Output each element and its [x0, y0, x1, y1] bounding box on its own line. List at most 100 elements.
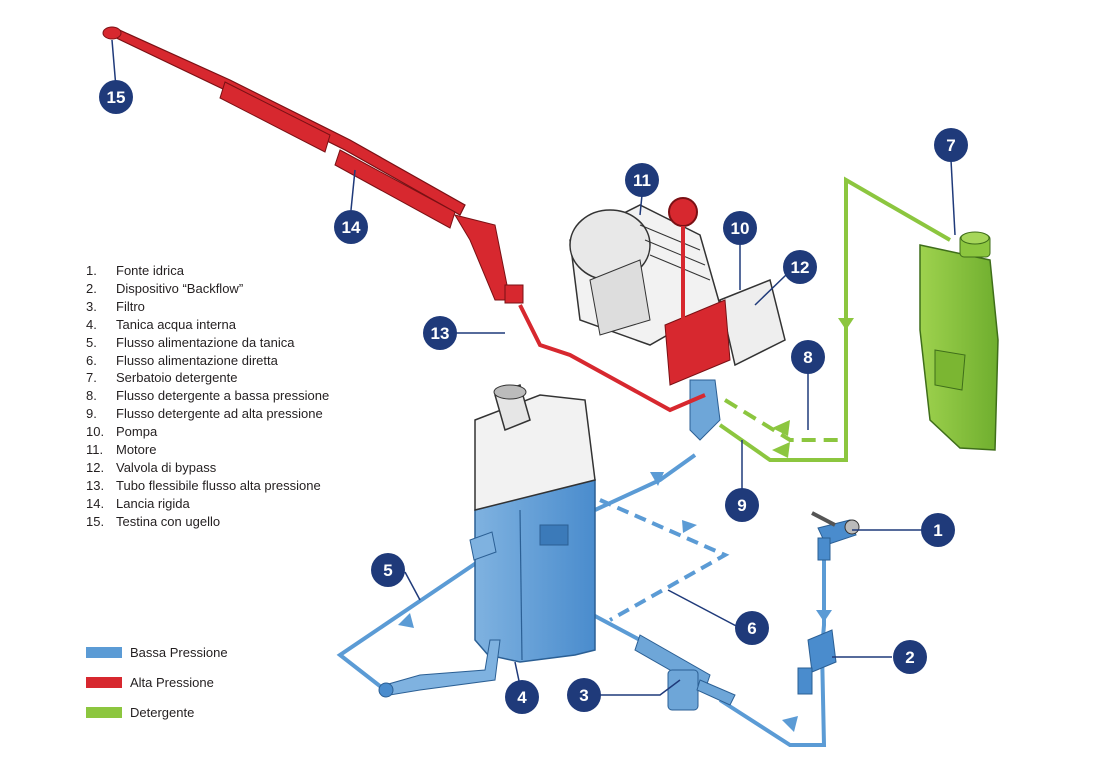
badge-15: 15 [99, 80, 133, 114]
arrow-up-right [650, 472, 664, 486]
legend-item-14: 14.Lancia rigida [86, 495, 329, 513]
arrow-left [772, 442, 790, 458]
arrow-left [772, 420, 790, 436]
badge-12: 12 [783, 250, 817, 284]
component-legend: 1.Fonte idrica 2.Dispositivo “Backflow” … [86, 262, 329, 531]
legend-item-6: 6. Flusso alimentazione diretta [86, 352, 329, 370]
badge-13: 13 [423, 316, 457, 350]
arrow-left [782, 716, 798, 732]
legend-num: 3. [86, 298, 97, 314]
svg-text:3: 3 [579, 686, 588, 705]
legend-item-2: 2. Dispositivo “Backflow” [86, 280, 329, 298]
legend-num: 12. [86, 459, 105, 475]
legend-item-1: 1.Fonte idrica [86, 262, 329, 280]
legend-label: Pompa [116, 424, 158, 440]
water-tap [811, 511, 860, 561]
badge-8: 8 [791, 340, 825, 374]
backflow-device [797, 629, 837, 695]
svg-text:7: 7 [946, 136, 955, 155]
legend-label: Lancia rigida [116, 495, 190, 511]
legend-item-8: 8.Flusso detergente a bassa pressione [86, 387, 329, 405]
legend-item-5: 5. Flusso alimentazione da tanica [86, 334, 329, 352]
legend-num: 2. [86, 280, 97, 296]
badge-14: 14 [334, 210, 368, 244]
legend-label: Tanica acqua interna [116, 316, 236, 332]
legend-num: 7. [86, 370, 97, 386]
legend-num: 1. [86, 263, 97, 278]
detergent-tank [919, 231, 999, 451]
legend-num: 4. [86, 316, 97, 332]
badge-10: 10 [723, 211, 757, 245]
mains-line [718, 555, 827, 747]
svg-text:10: 10 [731, 219, 750, 238]
tank-feed-line [594, 453, 697, 512]
legend-num: 5. [86, 334, 97, 350]
flow-key-low-pressure: Bassa Pressione [86, 645, 228, 660]
detergent-high-pressure-line [718, 176, 951, 462]
arrow-up-right [682, 520, 697, 533]
detergent-low-pressure-line [723, 398, 846, 442]
svg-text:11: 11 [633, 171, 651, 190]
leader-lines [111, 39, 956, 696]
legend-item-15: 15. Testina con ugello [86, 513, 329, 531]
low-pressure-swatch [86, 647, 122, 658]
legend-item-12: 12. Valvola di bypass [86, 459, 329, 477]
svg-text:6: 6 [747, 619, 756, 638]
motor-pump [569, 197, 786, 441]
legend-num: 10. [86, 424, 105, 440]
water-tank [378, 383, 596, 698]
flow-key-label: Bassa Pressione [130, 645, 228, 660]
badge-3: 3 [567, 678, 601, 712]
badge-4: 4 [505, 680, 539, 714]
svg-text:13: 13 [431, 324, 450, 343]
svg-text:2: 2 [905, 648, 914, 667]
lance [102, 26, 524, 304]
legend-label: Testina con ugello [116, 513, 221, 529]
badge-9: 9 [725, 488, 759, 522]
arrow-down [838, 318, 854, 330]
arrow-left [398, 613, 414, 628]
badges: 1 2 3 4 5 6 7 8 9 10 11 12 13 14 15 [99, 80, 968, 714]
legend-num: 15. [86, 513, 105, 529]
flow-key-label: Detergente [130, 705, 195, 720]
legend-label: Tubo flessibile flusso alta pressione [116, 477, 321, 493]
badge-1: 1 [921, 513, 955, 547]
svg-text:15: 15 [107, 88, 126, 107]
badge-6: 6 [735, 611, 769, 645]
svg-text:1: 1 [933, 521, 942, 540]
high-pressure-swatch [86, 677, 122, 688]
legend-item-10: 10. Pompa [86, 423, 329, 441]
svg-text:5: 5 [383, 561, 392, 580]
low-pressure-arrows [398, 472, 832, 732]
legend-label: Motore [116, 442, 157, 458]
detergent-arrows [772, 318, 854, 458]
legend-label: Flusso alimentazione da tanica [116, 334, 295, 350]
legend-num: 6. [86, 352, 97, 368]
legend-label: Valvola di bypass [116, 459, 217, 475]
legend-item-13: 13.Tubo flessibile flusso alta pressione [86, 477, 329, 495]
legend-label: Flusso alimentazione diretta [116, 352, 278, 368]
detergent-swatch [86, 707, 122, 718]
direct-feed-line [599, 498, 730, 622]
legend-label: Serbatoio detergente [116, 370, 238, 386]
badge-5: 5 [371, 553, 405, 587]
svg-text:14: 14 [342, 218, 361, 237]
detergent-lines [718, 176, 951, 462]
legend-item-11: 11.Motore [86, 441, 329, 459]
filter [634, 634, 736, 711]
legend-label: Filtro [116, 298, 145, 314]
svg-text:8: 8 [803, 348, 812, 367]
legend-item-7: 7. Serbatoio detergente [86, 369, 329, 387]
flow-key-high-pressure: Alta Pressione [86, 675, 214, 690]
legend-item-3: 3. Filtro [86, 298, 329, 316]
legend-item-4: 4. Tanica acqua interna [86, 316, 329, 334]
badge-2: 2 [893, 640, 927, 674]
high-pressure-hose [518, 304, 706, 413]
legend-item-9: 9.Flusso detergente ad alta pressione [86, 405, 329, 423]
legend-label: Dispositivo “Backflow” [116, 280, 244, 296]
arrow-down [816, 610, 832, 622]
flow-key-detergent: Detergente [86, 705, 194, 720]
legend-label: Flusso detergente ad alta pressione [116, 406, 323, 422]
tank-loop-line [336, 553, 490, 692]
